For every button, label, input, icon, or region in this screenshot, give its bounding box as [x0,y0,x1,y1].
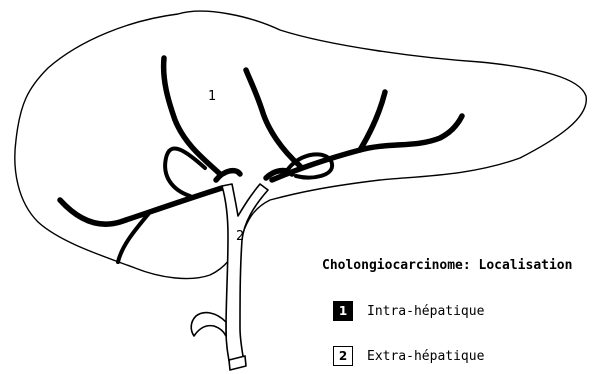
liver-outline [15,11,586,278]
legend-label-intra: Intra-hépatique [367,304,484,319]
legend-swatch-extra: 2 [333,346,353,366]
right-duct-upper [246,70,300,166]
left-duct-main [60,188,222,224]
region-label-extra: 2 [236,229,244,244]
legend-title: Cholongiocarcinome: Localisation [322,258,572,273]
legend-item-intra: 1 Intra-hépatique [333,301,484,321]
legend-item-extra: 2 Extra-hépatique [333,346,484,366]
common-bile-duct [222,184,268,366]
right-duct-main [272,116,462,180]
legend-label-extra: Extra-hépatique [367,349,484,364]
right-duct-branch [360,92,385,150]
legend-swatch-intra: 1 [333,301,353,321]
region-label-intra: 1 [208,89,216,104]
cystic-duct [191,313,226,336]
